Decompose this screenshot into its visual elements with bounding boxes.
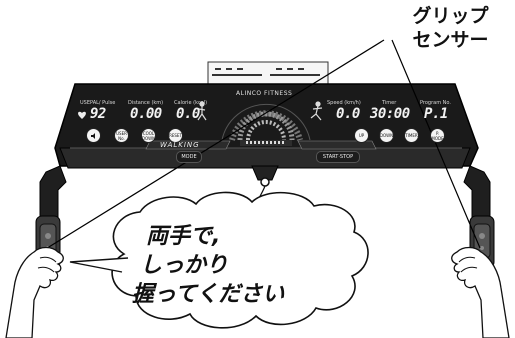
leader-line-left (43, 39, 385, 251)
label-pulse: USEPAL/ Pulse (80, 100, 116, 106)
program-mode-button[interactable]: P. MODE (430, 128, 445, 143)
safety-key (251, 165, 279, 181)
value-timer: 30:00 (370, 106, 410, 122)
value-pulse: 92 (90, 106, 106, 122)
label-timer: Timer (382, 100, 397, 106)
up-button[interactable]: UP (354, 128, 369, 143)
start-stop-button[interactable]: START·STOP (316, 151, 360, 163)
speaker-icon (90, 132, 95, 139)
sound-button[interactable] (86, 128, 101, 143)
down-button[interactable]: DOWN (379, 128, 394, 143)
walking-strip (145, 140, 231, 150)
label-calorie: Calorie (kcal) (174, 100, 208, 106)
timer-button[interactable]: TIMER (404, 128, 419, 143)
callout-line-2: センサー (412, 29, 489, 51)
center-gauge (221, 103, 311, 146)
mode-button[interactable]: MODE (176, 151, 202, 163)
heart-icon (78, 111, 86, 119)
bubble-line-1: 両手で, (146, 224, 221, 249)
bubble-line-2: しっかり (140, 253, 229, 278)
tablet-holder (207, 61, 329, 85)
speech-bubble (111, 191, 369, 329)
console-lower (59, 147, 471, 169)
runner-icon (310, 101, 323, 121)
value-speed: 0.0 (336, 106, 360, 122)
left-hand (5, 246, 64, 338)
right-handlebar (463, 165, 491, 223)
brand-label: ALINCO FITNESS (236, 90, 293, 97)
bubble-message: 両手で, しっかり 握ってください (132, 222, 362, 309)
label-distance: Distance (km) (128, 100, 164, 106)
reset-button[interactable]: RESET (168, 128, 183, 143)
value-distance: 0.00 (130, 106, 162, 122)
value-calorie: 0.0 (176, 106, 200, 122)
walker-icon (197, 101, 207, 121)
value-program: P.1 (424, 106, 448, 122)
right-hand (451, 246, 510, 338)
label-program: Program No. (420, 100, 451, 106)
label-speed: Speed (km/h) (327, 100, 361, 106)
user-button[interactable]: USER No. (114, 128, 129, 143)
grip-sensor-callout: グリップ センサー (388, 4, 513, 52)
walking-banner: WALKING (160, 141, 200, 149)
bubble-line-3: 握ってください (132, 282, 285, 307)
callout-line-1: グリップ (412, 5, 489, 27)
leader-line-right (391, 39, 481, 249)
left-handlebar (39, 165, 67, 223)
cool-down-button[interactable]: COOL DOWN (141, 128, 156, 143)
